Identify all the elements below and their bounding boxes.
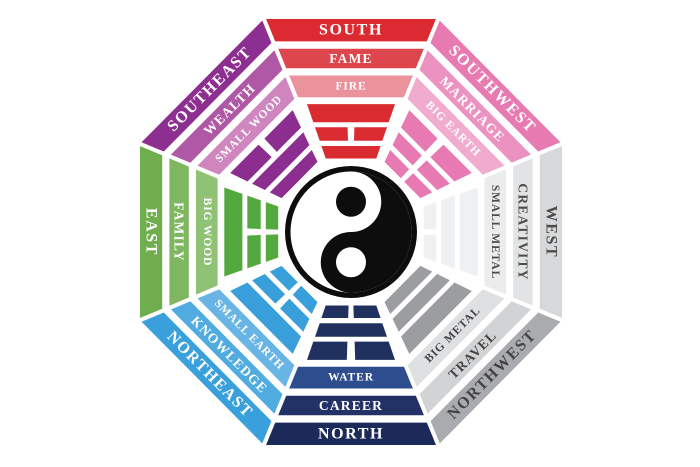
trigram-line [392,132,422,166]
trigram-line [430,144,472,182]
trigram-line [252,132,310,190]
trigram-line [315,127,348,141]
trigram-line [459,187,478,277]
north-direction-label: NORTH [318,425,384,442]
trigram-line [307,341,348,360]
east-direction-label: EAST [143,208,160,256]
yin-yang-light-eye [336,247,366,278]
east-aspect-label: FAMILY [172,202,187,262]
north-trigram-icon [307,305,395,360]
trigram-line [353,305,381,318]
trigram-line [292,285,318,314]
trigram-line [280,298,310,332]
trigram-line [269,150,318,199]
west-direction-label: WEST [542,206,559,259]
trigram-line [265,202,279,230]
segment-east: EAST FAMILY BIG WOOD [136,140,279,324]
trigram-line [247,195,261,229]
trigram-line [315,323,387,337]
south-aspect-label: FAME [329,51,373,66]
trigram-line [230,282,301,354]
north-aspect-label: CAREER [319,398,383,413]
east-element-label: BIG WOOD [201,198,213,267]
trigram-line [264,110,301,152]
southeast-element-band [190,69,300,180]
northwest-trigram-icon [384,265,472,354]
segment-north: NORTH CAREER WATER [260,305,442,449]
trigram-line [423,202,437,230]
east-trigram-icon [224,187,279,277]
trigram-line [354,341,395,360]
trigram-line [401,110,438,152]
trigram-line [404,173,433,199]
southeast-aspect-band [163,43,288,168]
trigram-line [307,104,395,123]
trigram-line [384,150,410,179]
trigram-line [224,187,243,277]
trigram-line [441,195,455,269]
southwest-trigram-icon [384,110,472,199]
southeast-trigram-icon [230,110,318,199]
west-aspect-label: CREATIVITY [515,183,530,280]
west-element-label: SMALL METAL [489,185,501,279]
trigram-line [423,234,437,262]
trigram-line [230,144,272,182]
yin-yang-icon [285,166,417,298]
trigram-line [392,274,450,332]
trigram-line [384,265,433,314]
west-trigram-icon [423,187,478,277]
southeast-direction-band [134,13,277,157]
northeast-trigram-icon [230,265,318,354]
south-direction-label: SOUTH [319,22,383,39]
segment-west: WEST CREATIVITY SMALL METAL [423,140,566,324]
trigram-line [269,265,298,291]
trigram-line [247,235,261,269]
trigram-line [416,160,450,190]
trigram-line [401,282,472,354]
trigram-line [354,127,387,141]
trigram-line [321,305,349,318]
yin-yang-dark-eye [336,186,366,217]
trigram-line [265,234,279,262]
trigram-line [321,146,381,159]
north-element-label: WATER [328,372,374,384]
south-trigram-icon [307,104,395,159]
trigram-line [252,274,286,304]
south-element-label: FIRE [335,80,366,92]
